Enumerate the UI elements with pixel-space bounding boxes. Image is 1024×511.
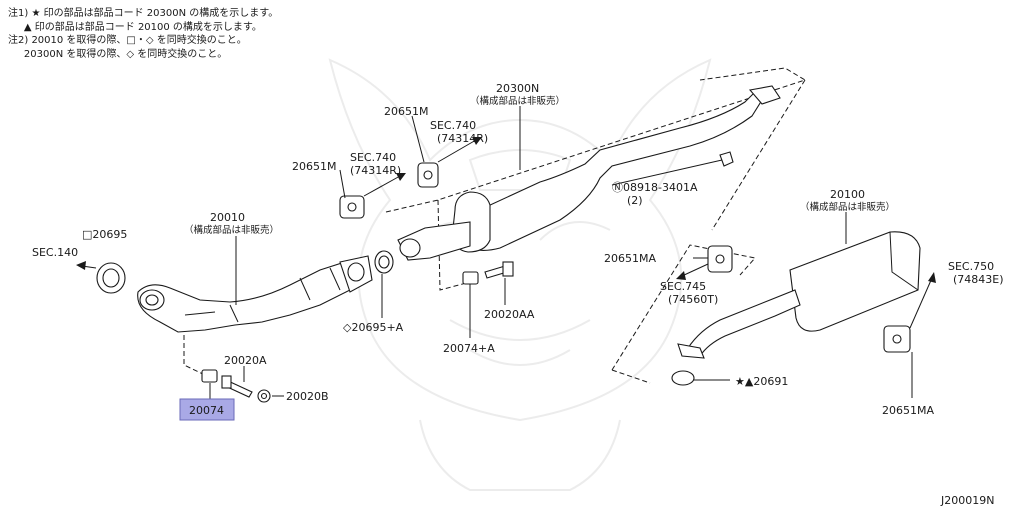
- label-20651MA-right: 20651MA: [882, 404, 934, 417]
- label-08918: Ⓝ08918-3401A: [612, 181, 698, 194]
- gasket-20695A: [374, 250, 394, 274]
- group-box-20100-bottom: [611, 369, 651, 384]
- label-sec740-mid-sub: (74314R): [350, 164, 401, 177]
- label-sec745-sub: (74560T): [668, 293, 718, 306]
- nut-20020B: [257, 389, 271, 403]
- dash-20010-link: [183, 335, 206, 376]
- bolt-20020A: [221, 375, 253, 398]
- label-20100-sub: （構成部品は非販売）: [800, 201, 895, 213]
- group-box-20300N-right: [711, 79, 806, 231]
- label-sec740-top-sub: (74314R): [437, 132, 488, 145]
- label-sec745: SEC.745: [660, 280, 706, 293]
- nut-08918: [719, 151, 734, 167]
- label-sec740-mid: SEC.740: [350, 151, 396, 164]
- label-20300N: 20300N: [496, 82, 539, 95]
- mount-20651MA-mid: [707, 245, 733, 273]
- label-sec140: SEC.140: [32, 246, 78, 259]
- mount-20651M-a: [417, 162, 439, 188]
- label-20651MA-mid: 20651MA: [604, 252, 656, 265]
- rear-muffler-20100: [677, 231, 921, 359]
- center-muffler-20300N: [397, 85, 781, 261]
- label-20651M-mid: 20651M: [292, 160, 336, 173]
- label-20010-sub: （構成部品は非販売）: [184, 224, 279, 236]
- note-line: 注1) ★ 印の部品は部品コード 20300N の構成を示します。: [8, 8, 279, 19]
- label-20651M-top: 20651M: [384, 105, 428, 118]
- dash-mid-link: [437, 199, 471, 291]
- note-line: 注2) 20010 を取得の際、□・◇ を同時交換のこと。: [8, 35, 247, 46]
- mount-20651M-b: [339, 195, 365, 219]
- highlight-box-20074: [179, 398, 235, 421]
- leader-lines: [209, 106, 913, 400]
- label-20074: 20074: [189, 404, 224, 417]
- pin-20074A: [462, 271, 479, 285]
- label-20695A: ◇20695+A: [343, 321, 404, 334]
- label-20691: ★▲20691: [735, 375, 788, 388]
- note-line: 20300N を取得の際、◇ を同時交換のこと。: [8, 48, 228, 60]
- diagram-id: J200019N: [940, 494, 994, 507]
- label-20695: □20695: [82, 228, 127, 241]
- label-08918-qty: (2): [627, 194, 643, 207]
- label-20020AA: 20020AA: [484, 308, 535, 321]
- label-20020B: 20020B: [286, 390, 329, 403]
- bolt-20020AA: [484, 261, 514, 279]
- gasket-20691: [671, 370, 695, 386]
- pin-20074: [201, 369, 218, 383]
- notes-block: 注1) ★ 印の部品は部品コード 20300N の構成を示します。 ▲ 印の部品…: [8, 7, 278, 61]
- front-pipe-20010: [137, 255, 373, 333]
- gasket-20695: [96, 262, 126, 294]
- group-box-20300N: [385, 67, 807, 213]
- label-sec740-top: SEC.740: [430, 119, 476, 132]
- label-sec750-sub: (74843E): [953, 273, 1004, 286]
- label-20010: 20010: [210, 211, 245, 224]
- note-line: ▲ 印の部品は部品コード 20100 の構成を示します。: [8, 21, 262, 33]
- label-20074A: 20074+A: [443, 342, 495, 355]
- label-20020A: 20020A: [224, 354, 267, 367]
- label-20100: 20100: [830, 188, 865, 201]
- mount-20651MA-right: [883, 325, 911, 353]
- label-20300N-sub: （構成部品は非販売）: [470, 95, 565, 107]
- direction-arrows: [76, 137, 936, 329]
- label-sec750: SEC.750: [948, 260, 994, 273]
